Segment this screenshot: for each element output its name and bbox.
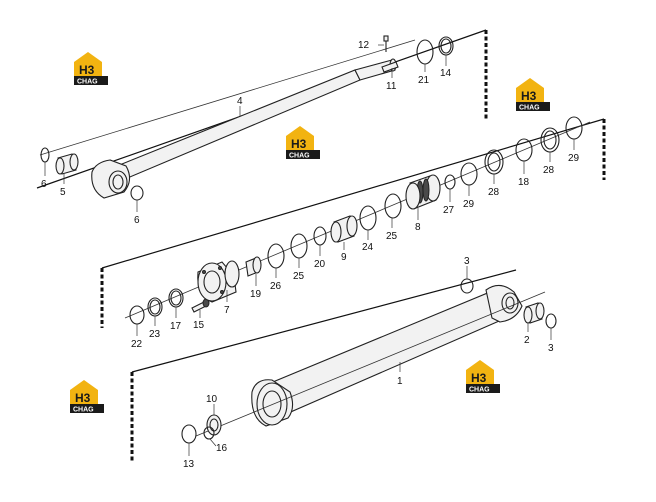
part-14-ring (438, 36, 454, 56)
callout-23: 23 (149, 329, 161, 340)
callout-17: 17 (170, 321, 182, 332)
part-11-pin (381, 61, 399, 73)
piston-rod-assembly (39, 39, 416, 199)
callout-11: 11 (386, 81, 397, 92)
part-27-ring (444, 174, 456, 190)
callout-4: 4 (237, 96, 243, 107)
svg-text:CHAG: CHAG (77, 79, 98, 86)
part-13-ring (181, 424, 197, 444)
part-12-screw (383, 35, 389, 52)
part-28-ring-left (484, 149, 504, 175)
part-2-bushing (523, 302, 545, 324)
svg-text:H3: H3 (471, 371, 487, 385)
svg-text:CHAG: CHAG (73, 407, 94, 414)
svg-text:H3: H3 (521, 89, 537, 103)
group-frame-bottom (130, 269, 517, 462)
part-6-ring-left (40, 147, 50, 163)
callout-27: 27 (443, 205, 455, 216)
callout-5: 5 (60, 187, 66, 198)
part-25-seal-left (290, 233, 308, 259)
callout-24: 24 (362, 242, 374, 253)
leader-lines (44, 44, 575, 456)
callout-20: 20 (314, 259, 326, 270)
part-3-ring-bottom (545, 313, 557, 329)
logo-watermark-center: H3 CHAG (286, 126, 320, 160)
part-7-gland (197, 260, 240, 303)
callout-22: 22 (131, 339, 143, 350)
part-23-ring (147, 297, 163, 317)
part-25-seal-right (384, 193, 402, 219)
callout-19: 19 (250, 289, 262, 300)
callout-29-left: 29 (463, 199, 475, 210)
part-29-seal-left (460, 162, 478, 186)
callout-21: 21 (418, 75, 430, 86)
part-17-ring (168, 288, 184, 308)
callout-26: 26 (270, 281, 282, 292)
part-28-ring-right (540, 127, 560, 153)
callout-labels: 1 2 3 3 4 5 6 6 7 8 9 10 11 12 13 14 15 … (41, 40, 580, 470)
callout-3-top: 3 (464, 256, 470, 267)
part-6-ring-right (130, 185, 144, 201)
callout-13: 13 (183, 459, 195, 470)
callout-14: 14 (440, 68, 452, 79)
svg-text:H3: H3 (75, 391, 91, 405)
logo-watermark-top-right: H3 CHAG (516, 78, 550, 112)
part-3-ring-top (460, 278, 474, 294)
callout-3-bottom: 3 (548, 343, 554, 354)
callout-25-left: 25 (293, 271, 305, 282)
callout-2: 2 (524, 335, 530, 346)
part-9-bushing (330, 215, 358, 243)
part-5-bushing (55, 153, 79, 175)
callout-18: 18 (518, 177, 530, 188)
part-1-cylinder-tube (195, 284, 546, 437)
svg-text:CHAG: CHAG (289, 153, 310, 160)
callout-25-right: 25 (386, 231, 398, 242)
part-26-seal (267, 243, 285, 269)
callout-16: 16 (216, 443, 228, 454)
part-8-piston (405, 174, 441, 210)
logo-watermark-bottom-right: H3 CHAG (466, 360, 500, 394)
middle-centerline (124, 121, 591, 319)
part-16-ring (203, 426, 215, 440)
logo-watermark-bottom-left: H3 CHAG (70, 380, 104, 414)
callout-12: 12 (358, 40, 370, 51)
callout-7: 7 (224, 305, 230, 316)
part-19-bushing (245, 256, 262, 277)
callout-10: 10 (206, 394, 218, 405)
callout-8: 8 (415, 222, 421, 233)
callout-6-right: 6 (134, 215, 140, 226)
callout-1: 1 (397, 376, 403, 387)
callout-15: 15 (193, 320, 205, 331)
part-15-bolt (191, 298, 210, 313)
callout-6-left: 6 (41, 179, 47, 190)
svg-text:CHAG: CHAG (519, 105, 540, 112)
svg-text:H3: H3 (291, 137, 307, 151)
group-frame-middle (100, 118, 606, 328)
svg-text:CHAG: CHAG (469, 387, 490, 394)
callout-28-left: 28 (488, 187, 500, 198)
callout-29-right: 29 (568, 153, 580, 164)
svg-text:H3: H3 (79, 63, 95, 77)
callout-9: 9 (341, 252, 347, 263)
callout-28-right: 28 (543, 165, 555, 176)
logo-watermark-top-left: H3 CHAG (74, 52, 108, 86)
